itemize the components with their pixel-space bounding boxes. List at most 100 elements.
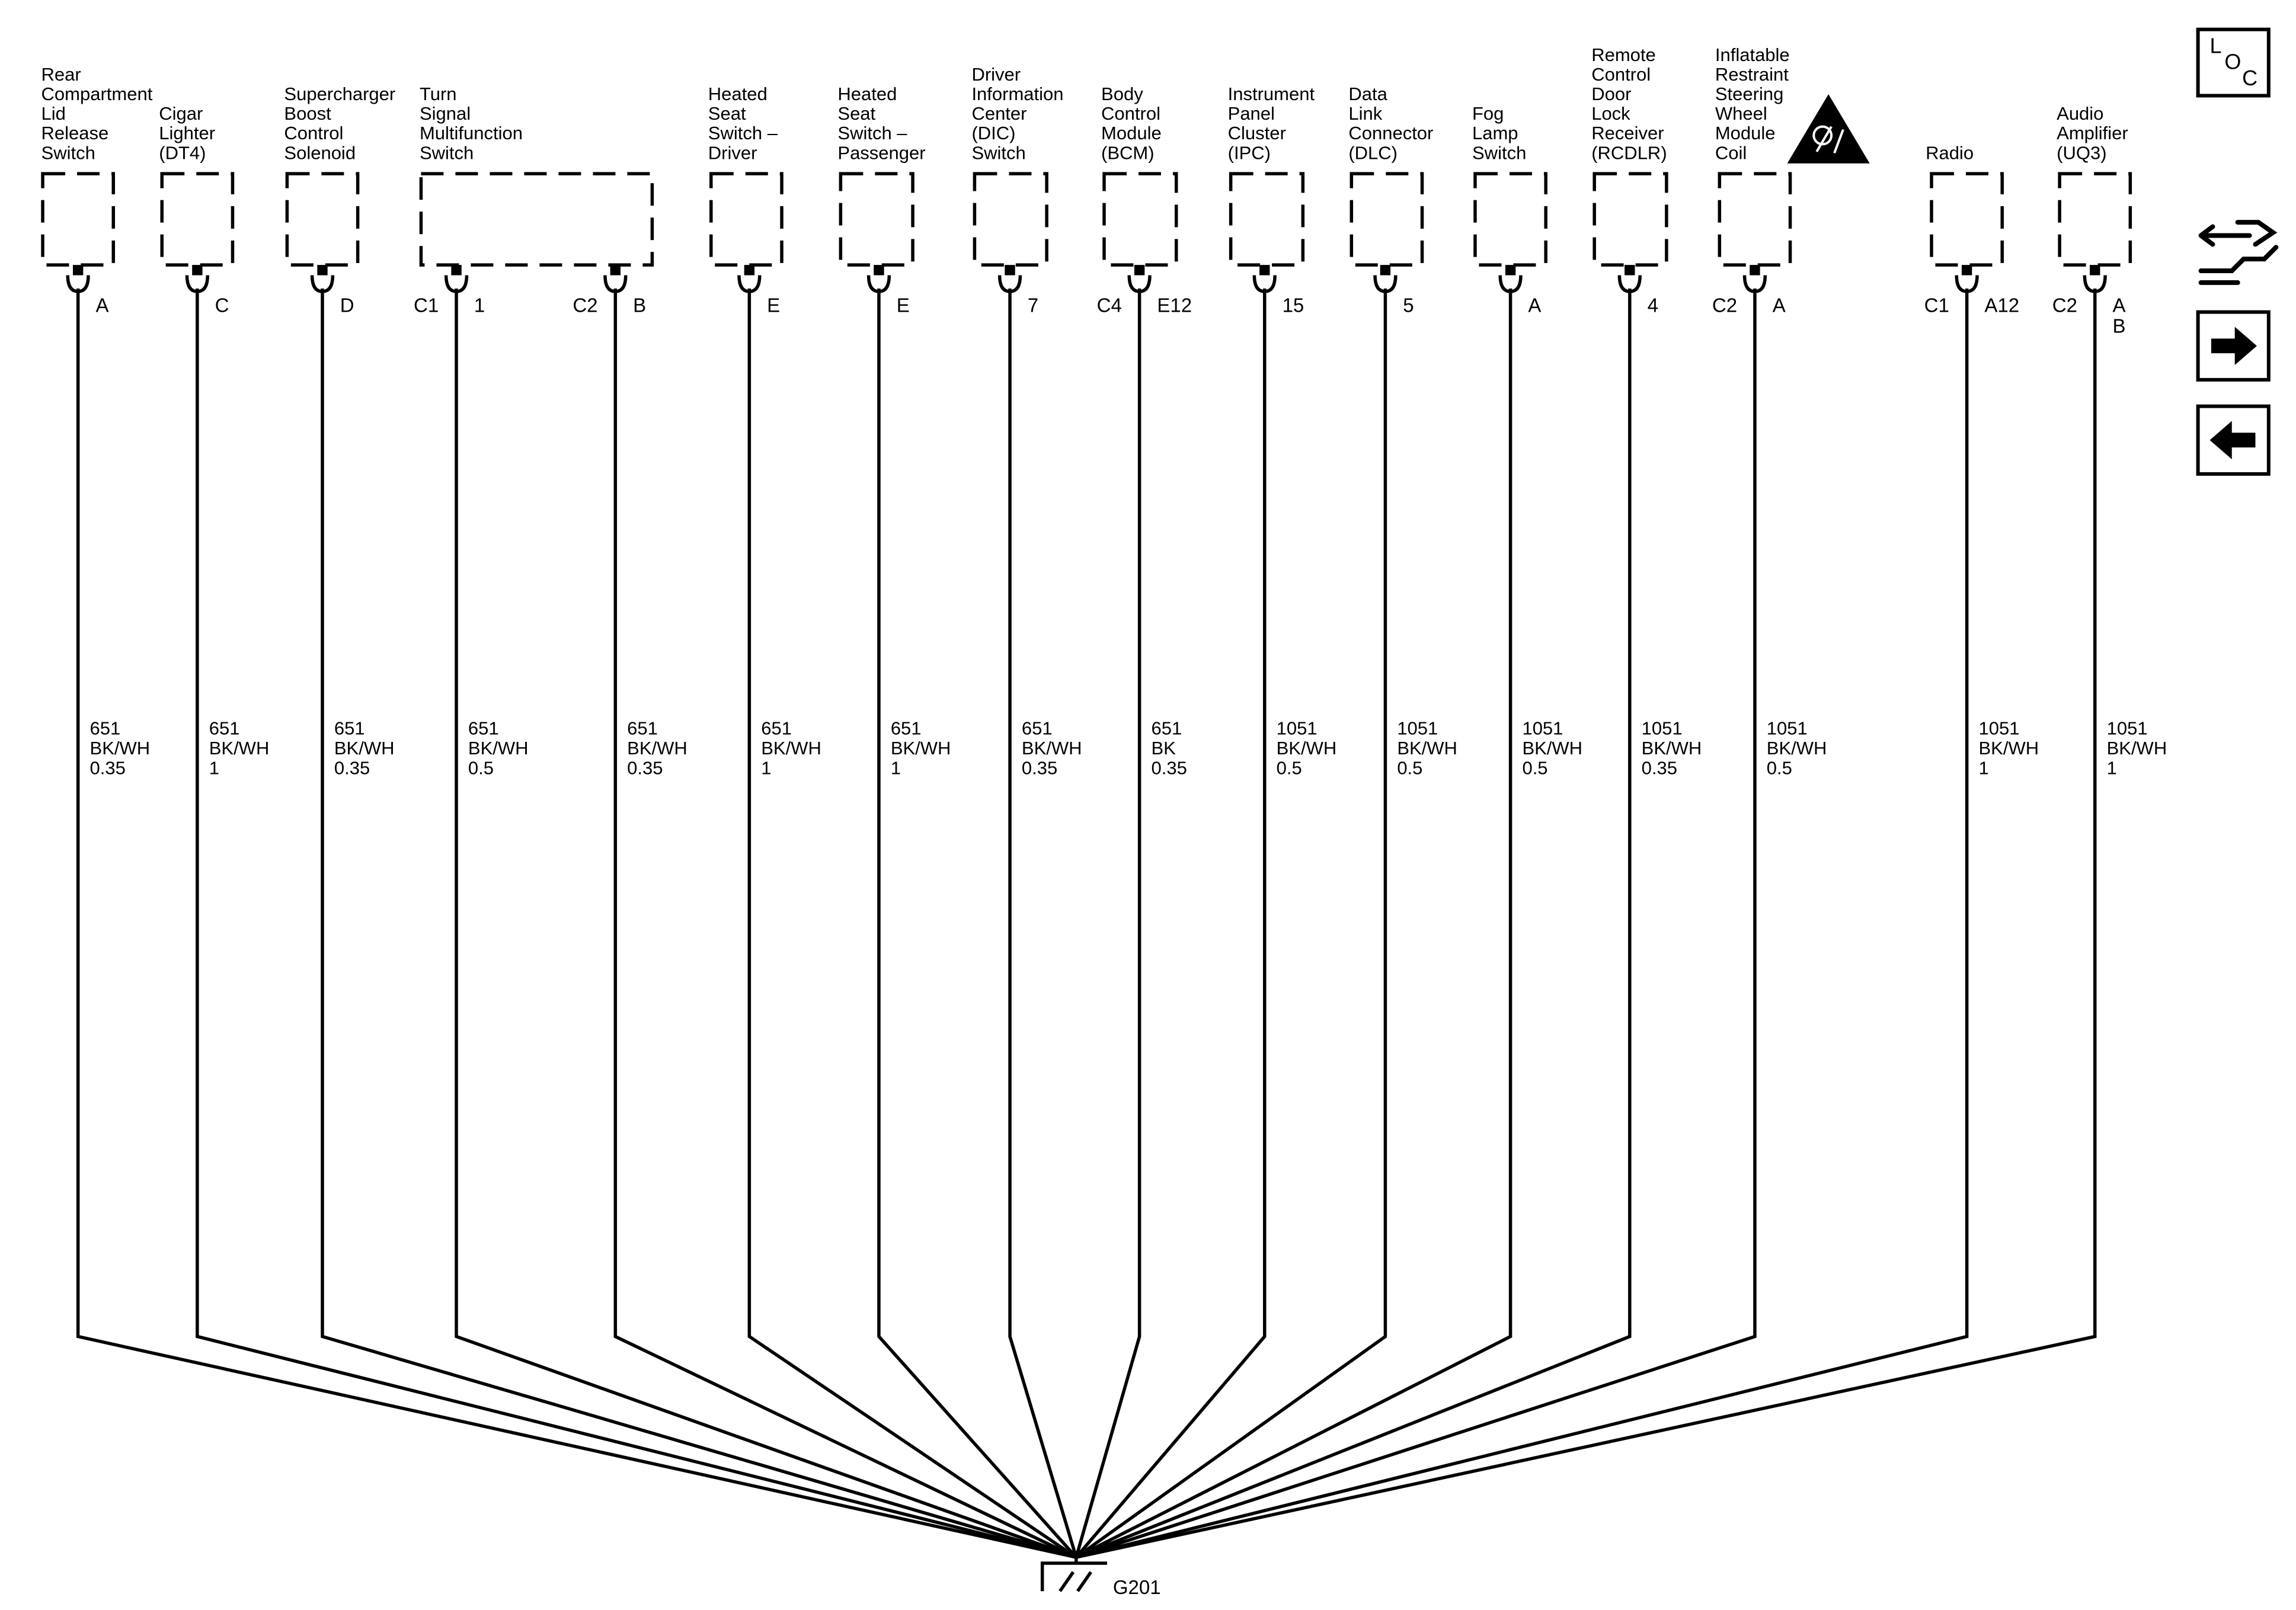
wire-size: 1 <box>209 758 219 779</box>
pin-label: 7 <box>1028 295 1038 316</box>
wire-size: 0.35 <box>1151 758 1187 779</box>
component-label: Connector <box>1348 123 1433 143</box>
wire <box>1076 288 2097 1559</box>
component-box <box>1930 172 2004 267</box>
wire-circuit: 651 <box>627 718 658 739</box>
terminal-stub <box>1961 265 1972 276</box>
component-label: Switch <box>971 142 1025 163</box>
previous-page-button[interactable] <box>2196 404 2271 476</box>
connector-label: C4 <box>1097 295 1122 316</box>
component-label: Seat <box>708 103 746 124</box>
wire-size: 0.5 <box>1522 758 1547 779</box>
wire <box>1075 288 1141 1558</box>
pin-label: A12 <box>1984 295 2019 316</box>
terminal-stub <box>874 265 884 276</box>
component-label: Fog <box>1472 103 1504 124</box>
terminal-stub <box>610 265 621 276</box>
wire-circuit: 651 <box>209 718 240 739</box>
pin-label: E <box>767 295 780 316</box>
wire-color: BK/WH <box>627 738 687 758</box>
airbag-symbol <box>1812 125 1833 146</box>
connector-view-button[interactable] <box>2198 220 2279 285</box>
pin-label: A <box>1773 295 1786 316</box>
component-label: (BCM) <box>1101 142 1155 163</box>
component-box <box>1229 172 1305 267</box>
component-label: Body <box>1101 84 1143 104</box>
loc-button[interactable]: LOC <box>2196 27 2271 98</box>
terminal-cup-icon <box>185 275 209 293</box>
airbag-warning-icon <box>1787 94 1870 164</box>
component-label: Panel <box>1228 103 1275 124</box>
connector-pin: A <box>66 265 108 316</box>
occupant-symbol <box>1815 126 1844 154</box>
component-label: Boost <box>284 103 331 124</box>
component-label: Cigar <box>159 103 203 124</box>
wire <box>76 288 1077 1559</box>
component-label: (DLC) <box>1348 142 1398 163</box>
component-box <box>285 172 360 267</box>
component-turn-signal-multifunction-switch: TurnSignalMultifunctionSwitch1C1651BK/WH… <box>414 84 687 778</box>
component-label: Signal <box>420 103 471 124</box>
terminal-stub <box>2090 265 2100 276</box>
component-label: Data <box>1348 84 1387 104</box>
wire <box>877 288 1077 1558</box>
pin-label: 1 <box>474 295 485 316</box>
loc-button-frame <box>2196 27 2271 98</box>
wire-circuit: 651 <box>761 718 792 739</box>
pin-label: A <box>1528 295 1541 316</box>
wire-circuit: 1051 <box>1767 718 1808 739</box>
loc-letter: C <box>2242 66 2257 90</box>
wire-size: 0.35 <box>1642 758 1677 779</box>
ground-icon <box>1040 1557 1107 1592</box>
connector-pin: 15 <box>1252 265 1304 316</box>
component-label: Driver <box>708 142 757 163</box>
wire-circuit: 1051 <box>2107 718 2148 739</box>
terminal-cup-icon <box>1127 275 1152 293</box>
wire <box>1075 288 1387 1559</box>
next-page-button[interactable] <box>2196 310 2271 382</box>
wire-color: BK/WH <box>1978 738 2039 758</box>
component-box <box>1473 172 1547 267</box>
wire-circuit: 1051 <box>1522 718 1563 739</box>
wire <box>1075 288 1632 1559</box>
terminal-stub <box>1750 265 1760 276</box>
component-box <box>1350 172 1424 267</box>
component-label: Seat <box>837 103 875 124</box>
connector-label: C1 <box>1924 295 1949 316</box>
wire <box>1008 288 1078 1558</box>
terminal-cup-icon <box>997 275 1022 293</box>
ground-wires <box>76 288 2097 1559</box>
component-label: Remote <box>1591 44 1656 65</box>
wire-size: 0.35 <box>627 758 663 779</box>
wire <box>455 288 1077 1559</box>
wire-size: 0.5 <box>1277 758 1302 779</box>
component-label: Heated <box>837 84 897 104</box>
component-box <box>1718 172 1792 267</box>
connector-pin: D <box>310 265 354 316</box>
terminal-cup-icon <box>1617 275 1642 293</box>
terminal-stub <box>1134 265 1145 276</box>
wire <box>1075 288 1757 1559</box>
pin-label: 4 <box>1648 295 1658 316</box>
wire-color: BK <box>1151 738 1176 758</box>
wire-color: BK/WH <box>90 738 151 758</box>
terminal-cup-icon <box>66 275 90 293</box>
component-label: Release <box>41 123 109 143</box>
component-label: (IPC) <box>1228 142 1271 163</box>
terminal-cup-icon <box>1742 275 1767 293</box>
connector-pin: A <box>1498 265 1541 316</box>
wire-color: BK/WH <box>1022 738 1082 758</box>
terminal-stub <box>1005 265 1015 276</box>
wire-circuit: 651 <box>1022 718 1053 739</box>
